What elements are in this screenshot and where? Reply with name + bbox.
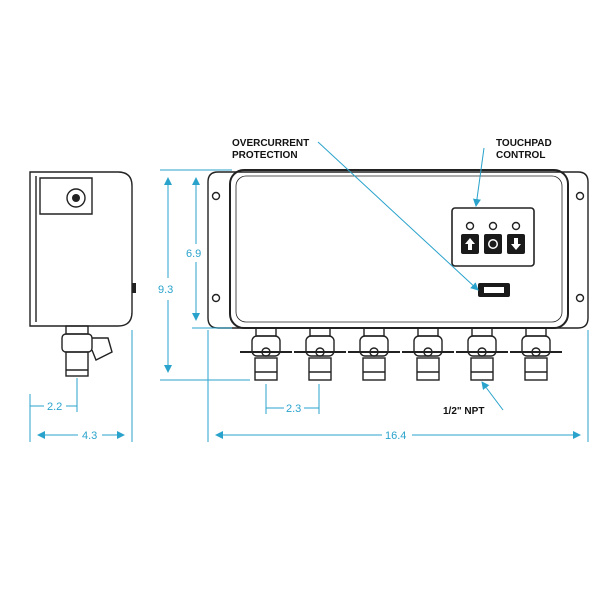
dimensions: 9.3 6.9 2.2 4.3 2.3 16.4: [29, 169, 589, 442]
touchpad-leader: [472, 147, 485, 207]
valve-icon: [456, 327, 508, 381]
valve-icon: [348, 327, 400, 381]
valve-icon: [294, 327, 346, 381]
mounting-flange: [207, 171, 589, 329]
mount-bolt-icon: [66, 188, 86, 208]
side-bracket: [39, 177, 93, 215]
dim-height-total: 9.3: [158, 284, 173, 296]
overcurrent-label-line1: OVERCURRENT: [232, 138, 309, 149]
stop-circle-icon: [484, 234, 502, 254]
npt-leader: [481, 381, 504, 411]
mount-bolt-center: [72, 194, 80, 202]
side-knob: [132, 283, 136, 293]
up-arrow-icon: [461, 234, 479, 254]
touchpad-label-line2: CONTROL: [496, 150, 545, 161]
indicator-led: [465, 221, 475, 231]
valve-icon: [402, 327, 454, 381]
side-housing: [29, 171, 133, 327]
front-view: [207, 169, 589, 381]
enclosure-inner: [235, 175, 563, 323]
overcurrent-label-line2: PROTECTION: [232, 150, 298, 161]
side-view: [29, 171, 136, 377]
valve-icon: [240, 327, 292, 381]
indicator-led: [511, 221, 521, 231]
dim-height-box: 6.9: [186, 248, 201, 260]
mount-hole: [211, 191, 221, 201]
valve-row: [240, 327, 562, 381]
touchpad-label-line1: TOUCHPAD: [496, 138, 552, 149]
dim-side-depth: 4.3: [82, 430, 97, 442]
overcurrent-leader: [317, 141, 479, 291]
dim-valve-spacing: 2.3: [286, 403, 301, 415]
side-valve-icon: [61, 325, 113, 377]
dim-total-width: 16.4: [385, 430, 406, 442]
indicator-led: [488, 221, 498, 231]
npt-label: 1/2" NPT: [443, 406, 484, 417]
enclosure: [229, 169, 569, 329]
callouts: OVERCURRENT PROTECTION TOUCHPAD CONTROL …: [232, 138, 552, 417]
mount-hole: [575, 191, 585, 201]
dim-side-offset: 2.2: [47, 401, 62, 413]
touchpad-control: [451, 207, 535, 267]
mount-hole: [211, 293, 221, 303]
breaker-icon: [478, 283, 510, 297]
valve-icon: [510, 327, 562, 381]
mount-hole: [575, 293, 585, 303]
down-arrow-icon: [507, 234, 525, 254]
